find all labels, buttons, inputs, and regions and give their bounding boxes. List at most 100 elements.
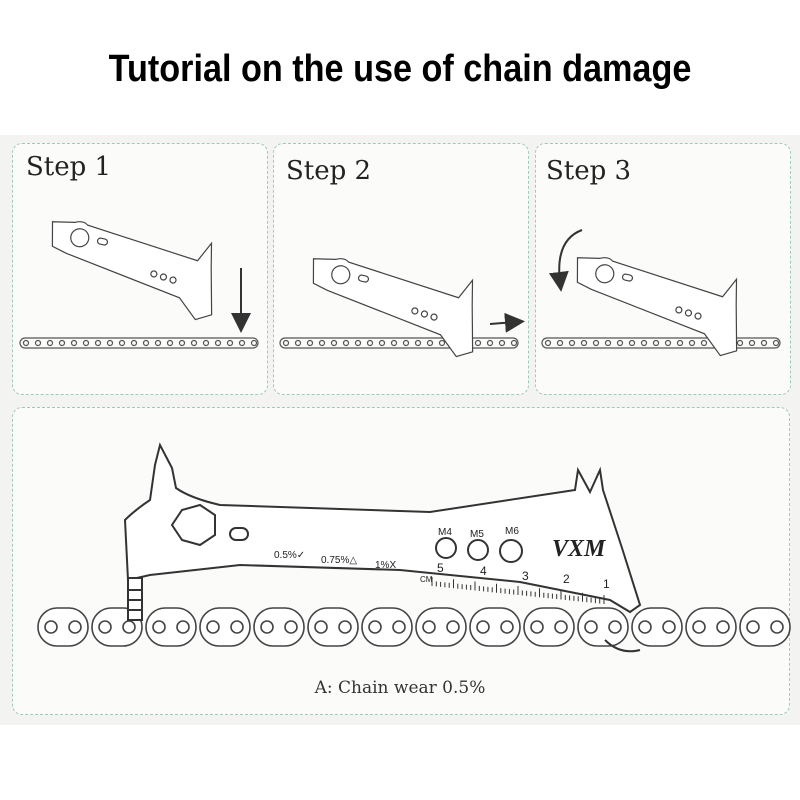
chain-roller [318,339,326,347]
chain-link [253,607,305,647]
chain-roller [354,339,362,347]
chain-roller [652,339,660,347]
chain-small-3 [541,337,781,349]
chain-pin [68,620,82,634]
chain-roller [592,339,600,347]
ruler-num-4: 4 [480,564,487,578]
caption: A: Chain wear 0.5% [314,678,486,698]
chain-roller [628,339,636,347]
chain-link [469,607,521,647]
chain-roller [402,339,410,347]
chain-link [415,607,467,647]
chain-link [739,607,791,647]
chain-roller [748,339,756,347]
wear-mark-075: 0.75%△ [321,555,357,566]
chain-pin [608,620,622,634]
step-1-tool [51,221,213,321]
chain-pin [446,620,460,634]
step-2-tool [312,258,474,358]
label-m6: M6 [505,526,519,537]
chain-roller [142,339,150,347]
chain-roller [498,339,506,347]
chain-roller [106,339,114,347]
chain-roller [294,339,302,347]
chain-roller [510,339,518,347]
chain-roller [82,339,90,347]
chain-roller [226,339,234,347]
chain-roller [238,339,246,347]
chain-roller [378,339,386,347]
step-3-label: Step 3 [546,156,632,186]
chain-link [145,607,197,647]
chain-roller [366,339,374,347]
step-1-panel [12,143,268,395]
hole-m4 [435,537,457,559]
chain-roller [94,339,102,347]
chain-roller [282,339,290,347]
chain-link [37,607,89,647]
right-arrow [489,312,525,333]
chain-roller [438,339,446,347]
ruler-num-3: 3 [522,569,529,583]
chain-pin [122,620,136,634]
hole-m6 [499,539,523,563]
chain-pin [716,620,730,634]
chain-link [199,607,251,647]
chain-pin [338,620,352,634]
chain-roller [688,339,696,347]
chain-roller [34,339,42,347]
chain-roller [70,339,78,347]
chain-roller [760,339,768,347]
chain-roller [568,339,576,347]
chain-pin [662,620,676,634]
chain-small-1 [19,337,259,349]
chain-pin [44,620,58,634]
chain-roller [426,339,434,347]
chain-roller [118,339,126,347]
chain-roller [22,339,30,347]
chain-pin [554,620,568,634]
chain-pin [230,620,244,634]
chain-pin [746,620,760,634]
chain-pin [530,620,544,634]
chain-roller [604,339,612,347]
chain-pin [692,620,706,634]
chain-roller [330,339,338,347]
chain-roller [190,339,198,347]
chain-roller [616,339,624,347]
chain-roller [154,339,162,347]
chain-roller [342,339,350,347]
page-title: Tutorial on the use of chain damage [108,48,692,90]
chain-roller [58,339,66,347]
curved-arrow [548,229,583,292]
chain-roller [700,339,708,347]
chain-link [523,607,575,647]
brand-logo: VXM [552,536,607,562]
tool-hook [604,639,641,653]
chain-pin [152,620,166,634]
chain-pin [638,620,652,634]
ruler-num-5: 5 [437,561,444,575]
chain-link [631,607,683,647]
chain-roller [664,339,672,347]
ruler-num-2: 2 [563,572,570,586]
label-m5: M5 [470,529,484,540]
chain-pin [500,620,514,634]
chain-roller [46,339,54,347]
chain-link [361,607,413,647]
chain-link [685,607,737,647]
ruler-num-1: 1 [603,577,610,591]
chain-roller [390,339,398,347]
chain-roller [556,339,564,347]
chain-roller [130,339,138,347]
step-2-label: Step 2 [286,156,372,186]
chain-roller [486,339,494,347]
label-m4: M4 [438,527,452,538]
chain-pin [98,620,112,634]
chain-roller [544,339,552,347]
chain-roller [214,339,222,347]
chain-pin [314,620,328,634]
ruler-unit: CM [420,575,433,584]
chain-pin [206,620,220,634]
